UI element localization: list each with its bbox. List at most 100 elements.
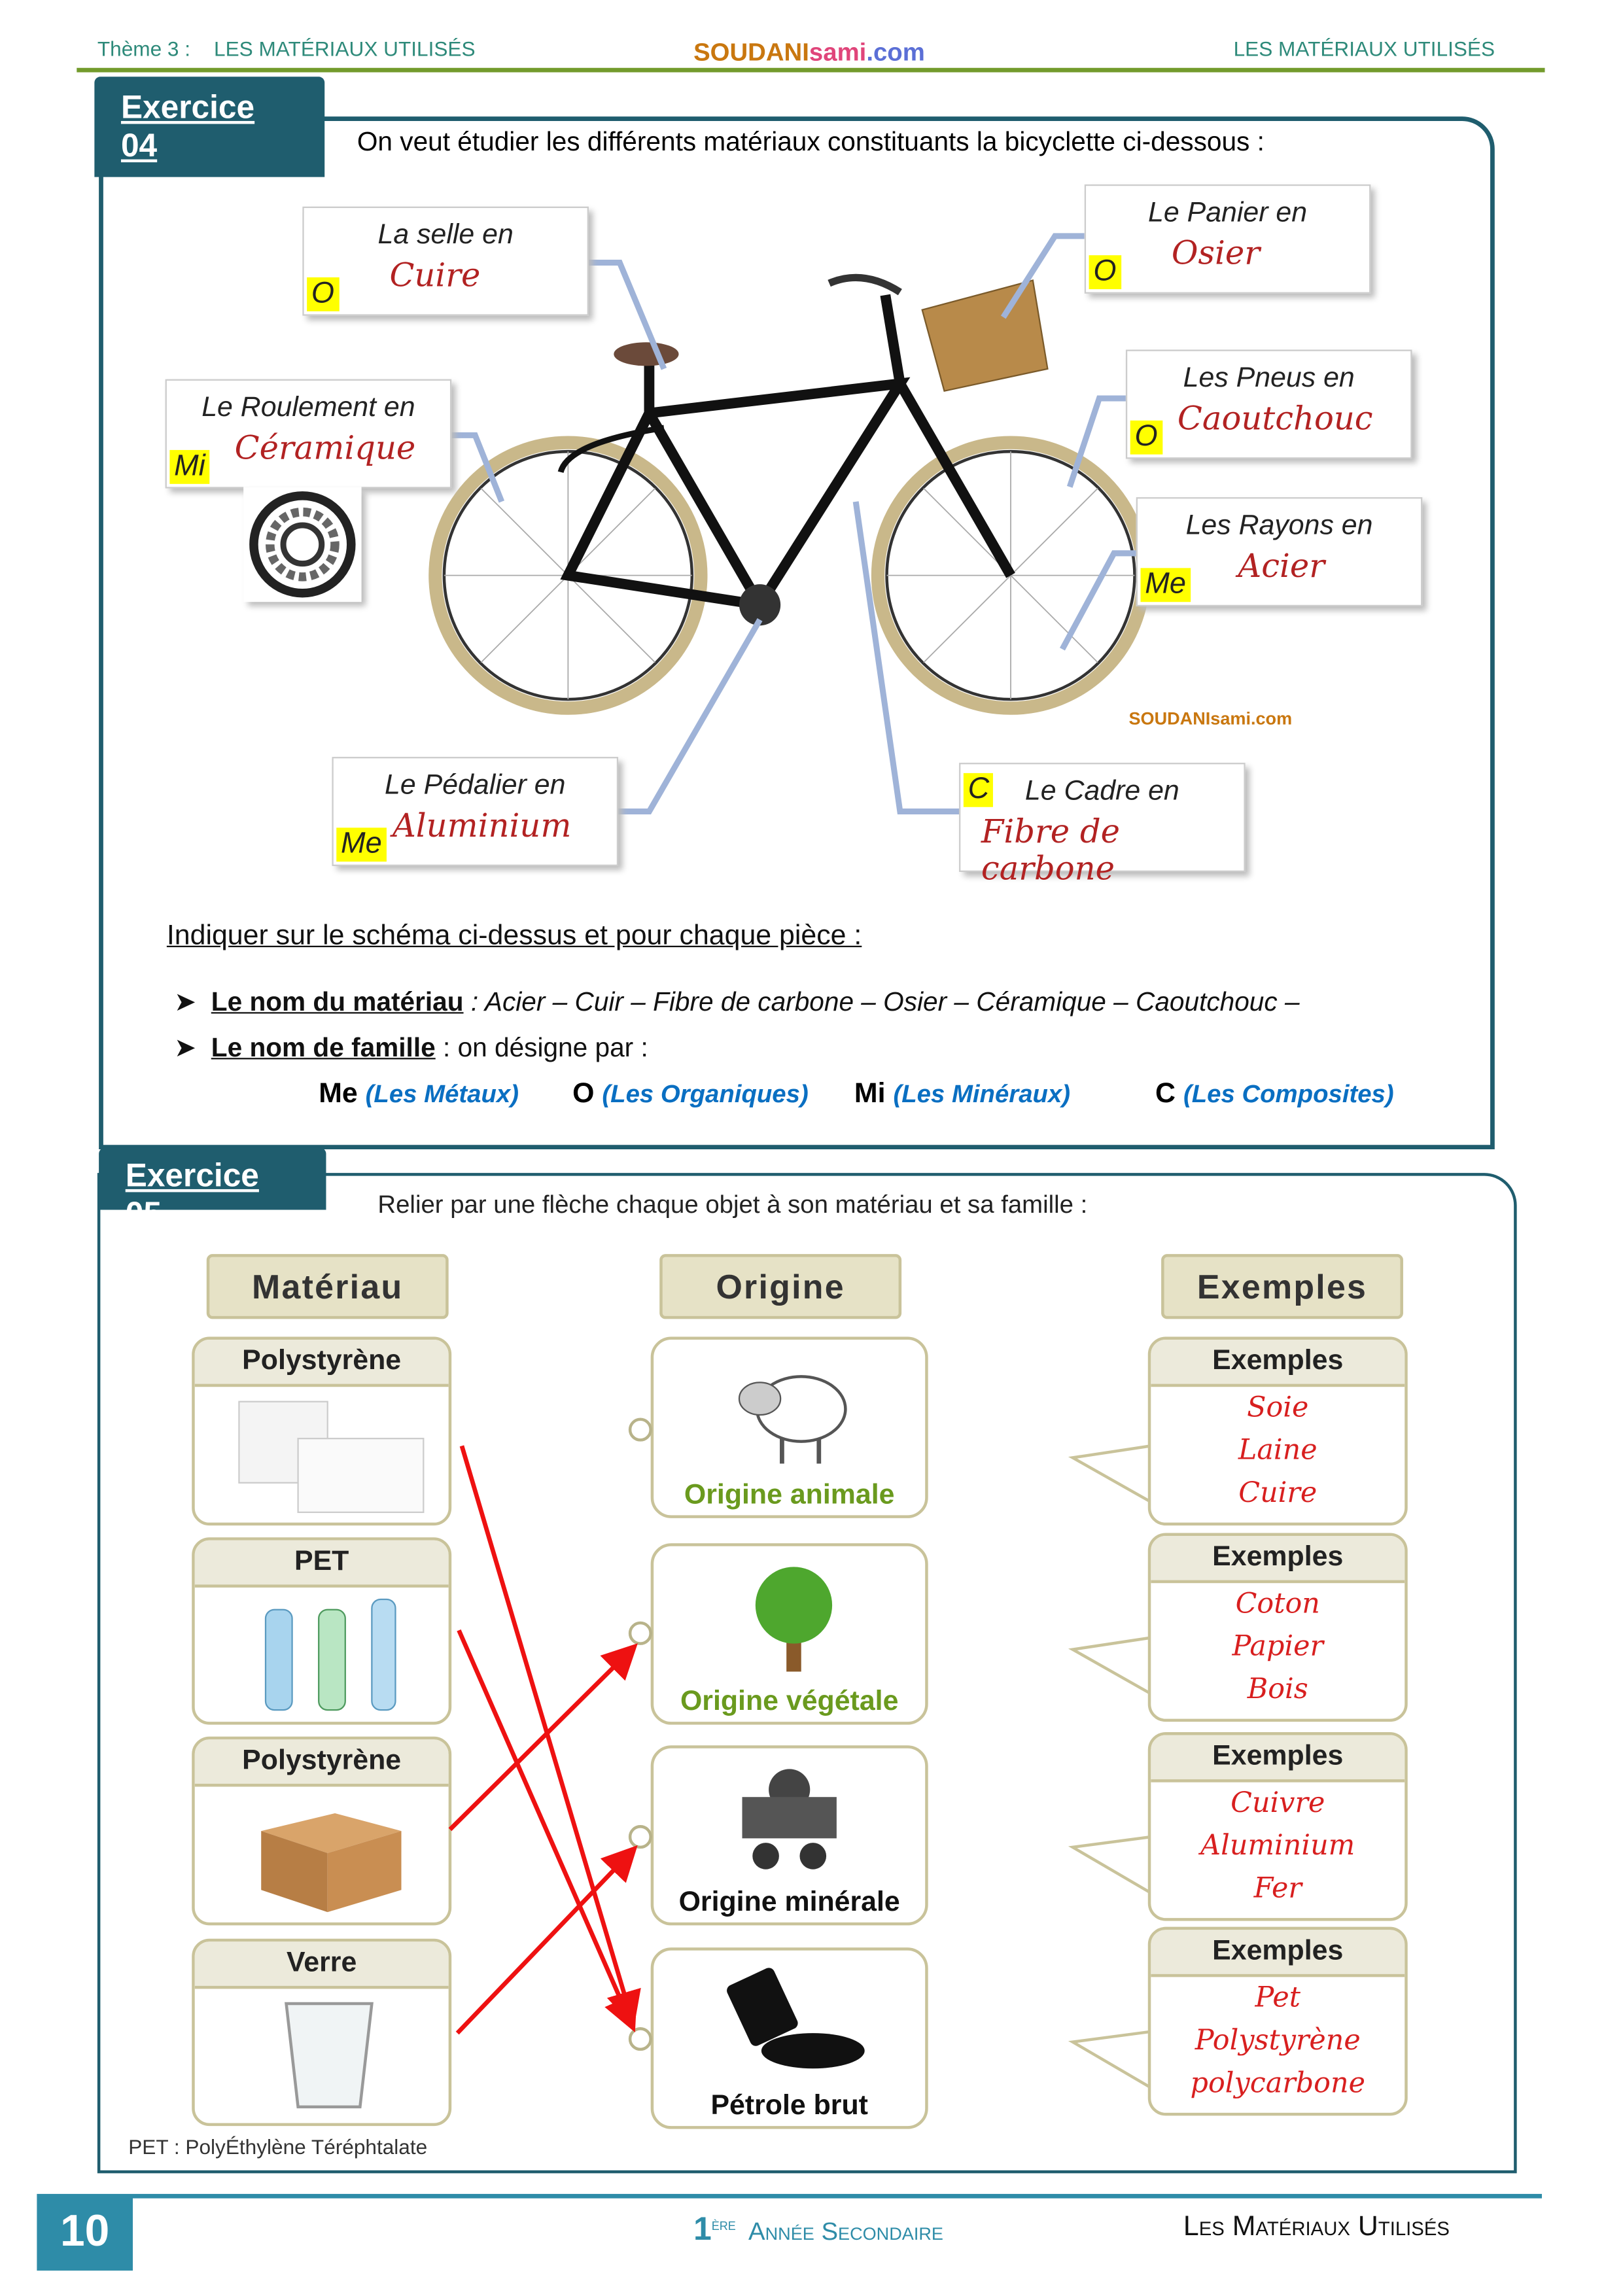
bullet-label: Le nom du matériau [211,986,464,1017]
family-mi: Mi (Les Minéraux) [854,1079,1070,1111]
example-item: Pet [1255,1981,1301,2014]
family-code: Mi [854,1078,886,1110]
arrow-bullet-icon: ➤ [174,1032,197,1062]
family-badge: Me [336,827,387,862]
example-item: Aluminium [1200,1829,1355,1862]
bearing-image [243,487,362,602]
label-text: Le Roulement en [201,392,415,424]
material-name: Verre [194,1941,449,1989]
example-item: Papier [1232,1630,1323,1663]
family-badge: O [1089,255,1121,290]
logo-part: sami [809,38,867,67]
family-me: Me (Les Métaux) [319,1079,519,1111]
glass-image [285,2002,374,2109]
label-material: Fibre de carbone [981,814,1120,888]
arrow-glass-mineral [455,1845,638,2035]
connector-dot[interactable] [628,1418,652,1442]
example-item: polycarbone [1190,2066,1365,2100]
mine-cart-icon [742,1769,837,1870]
level-sup: ère [711,2216,736,2235]
bullet-material: ➤ Le nom du matériau : Acier – Cuir – Fi… [174,987,1299,1018]
family-badge: O [1130,420,1162,455]
origin-name: Origine animale [684,1480,895,1511]
example-item: Bois [1247,1673,1308,1706]
family-badge: Me [1140,568,1191,602]
label-text: Le Cadre en [1024,776,1179,807]
label-text: La selle en [377,220,514,251]
label-material: Aluminium [392,809,572,846]
header-material: Matériau [206,1254,449,1319]
cardboard-box-image [261,1813,402,1913]
logo-part: .com [866,38,925,67]
logo-part: SOUDANI [693,38,809,67]
example-callout-pointers [1068,1444,1152,2089]
origin-card-petroleum: Pétrole brut [650,1947,928,2129]
header-origin: Origine [659,1254,902,1319]
exercise-5-intro: Relier par une flèche chaque objet à son… [377,1191,1088,1219]
example-item: Fer [1253,1872,1302,1905]
label-material: Acier [1238,549,1325,586]
header-theme: Thème 3 : [97,37,191,61]
label-text: Les Pneus en [1183,362,1355,394]
origin-card-vegetal: Origine végétale [650,1543,928,1725]
origin-name: Origine minérale [678,1887,900,1919]
family-badge: Mi [169,449,210,484]
family-name: (Les Minéraux) [893,1080,1071,1108]
label-connectors [449,233,1136,815]
example-item: Cuire [1238,1476,1318,1510]
exercise-4-box [99,116,1495,1150]
exercise-5-box [97,1173,1517,2174]
footer-level: 1ère Année Secondaire [693,2210,943,2249]
arrow-bullet-icon: ➤ [174,986,197,1017]
level-number: 1 [693,2210,712,2248]
crankset [739,584,781,626]
label-text: Le Panier en [1148,198,1308,229]
example-item: Cuivre [1230,1786,1325,1820]
header-divider [77,67,1545,73]
label-material: Cuire [389,258,481,296]
label-text: Les Rayons en [1185,510,1373,542]
family-badge: C [963,773,994,807]
family-c: C (Les Composites) [1155,1079,1394,1111]
example-item: Polystyrène [1195,2024,1361,2057]
example-item: Soie [1247,1391,1309,1424]
footer-divider [132,2193,1542,2199]
material-card-pet: PET [192,1537,452,1725]
site-logo: SOUDANIsami.com [693,39,925,68]
origin-name: Origine végétale [680,1686,899,1718]
sheep-icon [738,1375,847,1464]
family-code: Me [319,1078,358,1110]
basket [921,279,1049,392]
material-card-cardboard: Polystyrène [192,1736,452,1926]
examples-title: Exemples [1151,1930,1405,1977]
page-number: 10 [37,2193,133,2271]
origin-card-mineral: Origine minérale [650,1745,928,1926]
family-badge: O [307,277,339,311]
arrow-cardboard-vegetal [448,1643,638,1832]
material-card-polystyrene: Polystyrène [192,1336,452,1526]
examples-title: Exemples [1151,1339,1405,1387]
connector-dot[interactable] [628,1825,652,1849]
family-name: (Les Métaux) [365,1080,519,1108]
examples-title: Exemples [1151,1535,1405,1584]
family-code: C [1155,1078,1176,1110]
footer-title: Les Matériaux Utilisés [1183,2211,1450,2243]
label-text: Le Pédalier en [385,770,566,801]
material-card-glass: Verre [192,1938,452,2127]
example-item: Coton [1235,1587,1320,1620]
exercise-4-intro: On veut étudier les différents matériaux… [357,126,1265,157]
connector-dot[interactable] [628,1621,652,1645]
exercise-5-title: Exercice 05 [99,1147,326,1232]
answer-arrows [448,1445,641,2035]
label-material: Osier [1171,235,1260,273]
arrow-pet-petroleum [457,1629,637,2032]
